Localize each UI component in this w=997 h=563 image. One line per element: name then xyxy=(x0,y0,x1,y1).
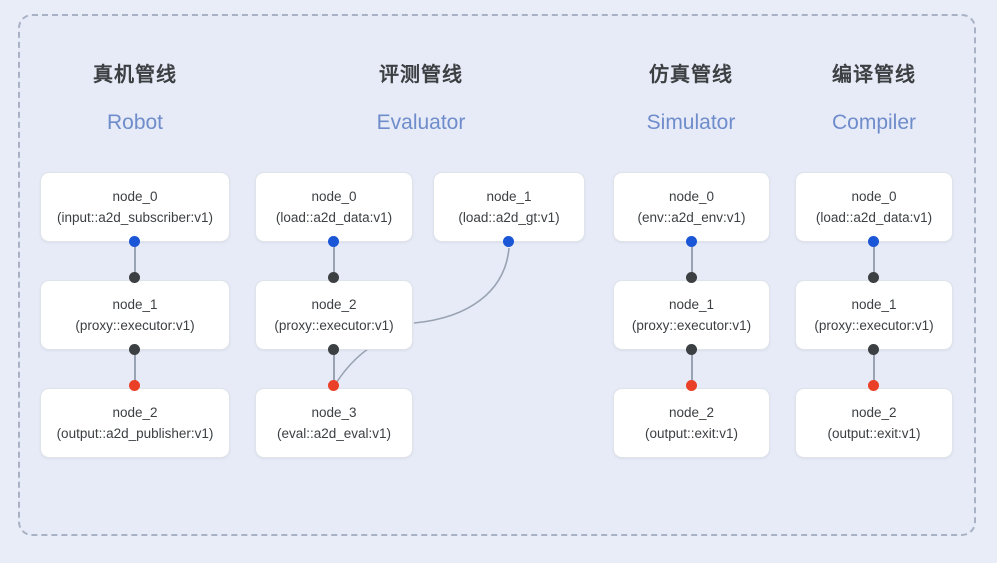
port-output-evaluator-2[interactable] xyxy=(328,344,339,355)
node-spec: (output::exit:v1) xyxy=(827,425,921,441)
node-simulator-1[interactable]: node_1 (proxy::executor:v1) xyxy=(613,280,770,350)
node-name: node_0 xyxy=(311,188,357,204)
node-spec: (load::a2d_gt:v1) xyxy=(458,209,560,225)
node-spec: (proxy::executor:v1) xyxy=(274,317,394,333)
node-name: node_2 xyxy=(668,404,715,420)
node-spec: (env::a2d_env:v1) xyxy=(637,209,746,225)
port-output-simulator-0[interactable] xyxy=(686,236,697,247)
node-compiler-2[interactable]: node_2 (output::exit:v1) xyxy=(795,388,953,458)
node-spec: (load::a2d_data:v1) xyxy=(275,209,393,225)
node-name: node_0 xyxy=(112,188,158,204)
node-robot-0[interactable]: node_0 (input::a2d_subscriber:v1) xyxy=(40,172,230,242)
node-evaluator-2[interactable]: node_2 (proxy::executor:v1) xyxy=(255,280,413,350)
node-name: node_2 xyxy=(851,404,897,420)
port-input-simulator-1[interactable] xyxy=(686,272,697,283)
port-output-robot-1[interactable] xyxy=(129,344,140,355)
port-output-compiler-0[interactable] xyxy=(868,236,879,247)
edge-compiler-0-1 xyxy=(873,241,875,280)
port-output-evaluator-0[interactable] xyxy=(328,236,339,247)
port-output-compiler-1[interactable] xyxy=(868,344,879,355)
node-evaluator-gt[interactable]: node_1 (load::a2d_gt:v1) xyxy=(433,172,585,242)
node-name: node_0 xyxy=(668,188,715,204)
node-spec: (eval::a2d_eval:v1) xyxy=(276,425,392,441)
node-spec: (proxy::executor:v1) xyxy=(631,317,752,333)
node-evaluator-3[interactable]: node_3 (eval::a2d_eval:v1) xyxy=(255,388,413,458)
edge-simulator-1-2 xyxy=(691,349,693,388)
port-input-compiler-1[interactable] xyxy=(868,272,879,283)
edge-evaluator-2-3 xyxy=(333,349,335,388)
node-spec: (proxy::executor:v1) xyxy=(75,317,195,333)
port-input-robot-2[interactable] xyxy=(129,380,140,391)
port-input-evaluator-3[interactable] xyxy=(328,380,339,391)
edge-robot-1-2 xyxy=(134,349,136,388)
node-evaluator-0[interactable]: node_0 (load::a2d_data:v1) xyxy=(255,172,413,242)
node-spec: (input::a2d_subscriber:v1) xyxy=(56,209,214,225)
edge-evaluator-0-2 xyxy=(333,241,335,280)
node-name: node_1 xyxy=(668,296,715,312)
port-input-simulator-2[interactable] xyxy=(686,380,697,391)
node-spec: (output::exit:v1) xyxy=(644,425,739,441)
node-robot-1[interactable]: node_1 (proxy::executor:v1) xyxy=(40,280,230,350)
node-name: node_0 xyxy=(851,188,897,204)
node-name: node_2 xyxy=(112,404,158,420)
node-name: node_1 xyxy=(851,296,897,312)
node-compiler-0[interactable]: node_0 (load::a2d_data:v1) xyxy=(795,172,953,242)
node-name: node_1 xyxy=(486,188,532,204)
port-input-robot-1[interactable] xyxy=(129,272,140,283)
node-robot-2[interactable]: node_2 (output::a2d_publisher:v1) xyxy=(40,388,230,458)
port-output-simulator-1[interactable] xyxy=(686,344,697,355)
node-name: node_1 xyxy=(112,296,158,312)
edge-simulator-0-1 xyxy=(691,241,693,280)
node-spec: (load::a2d_data:v1) xyxy=(815,209,933,225)
edge-robot-0-1 xyxy=(134,241,136,280)
node-spec: (proxy::executor:v1) xyxy=(814,317,934,333)
port-input-evaluator-2[interactable] xyxy=(328,272,339,283)
node-spec: (output::a2d_publisher:v1) xyxy=(56,425,214,441)
node-name: node_3 xyxy=(311,404,357,420)
node-simulator-2[interactable]: node_2 (output::exit:v1) xyxy=(613,388,770,458)
node-simulator-0[interactable]: node_0 (env::a2d_env:v1) xyxy=(613,172,770,242)
port-input-compiler-2[interactable] xyxy=(868,380,879,391)
port-output-robot-0[interactable] xyxy=(129,236,140,247)
node-name: node_2 xyxy=(311,296,357,312)
node-compiler-1[interactable]: node_1 (proxy::executor:v1) xyxy=(795,280,953,350)
edge-compiler-1-2 xyxy=(873,349,875,388)
port-output-evaluator-gt[interactable] xyxy=(503,236,514,247)
